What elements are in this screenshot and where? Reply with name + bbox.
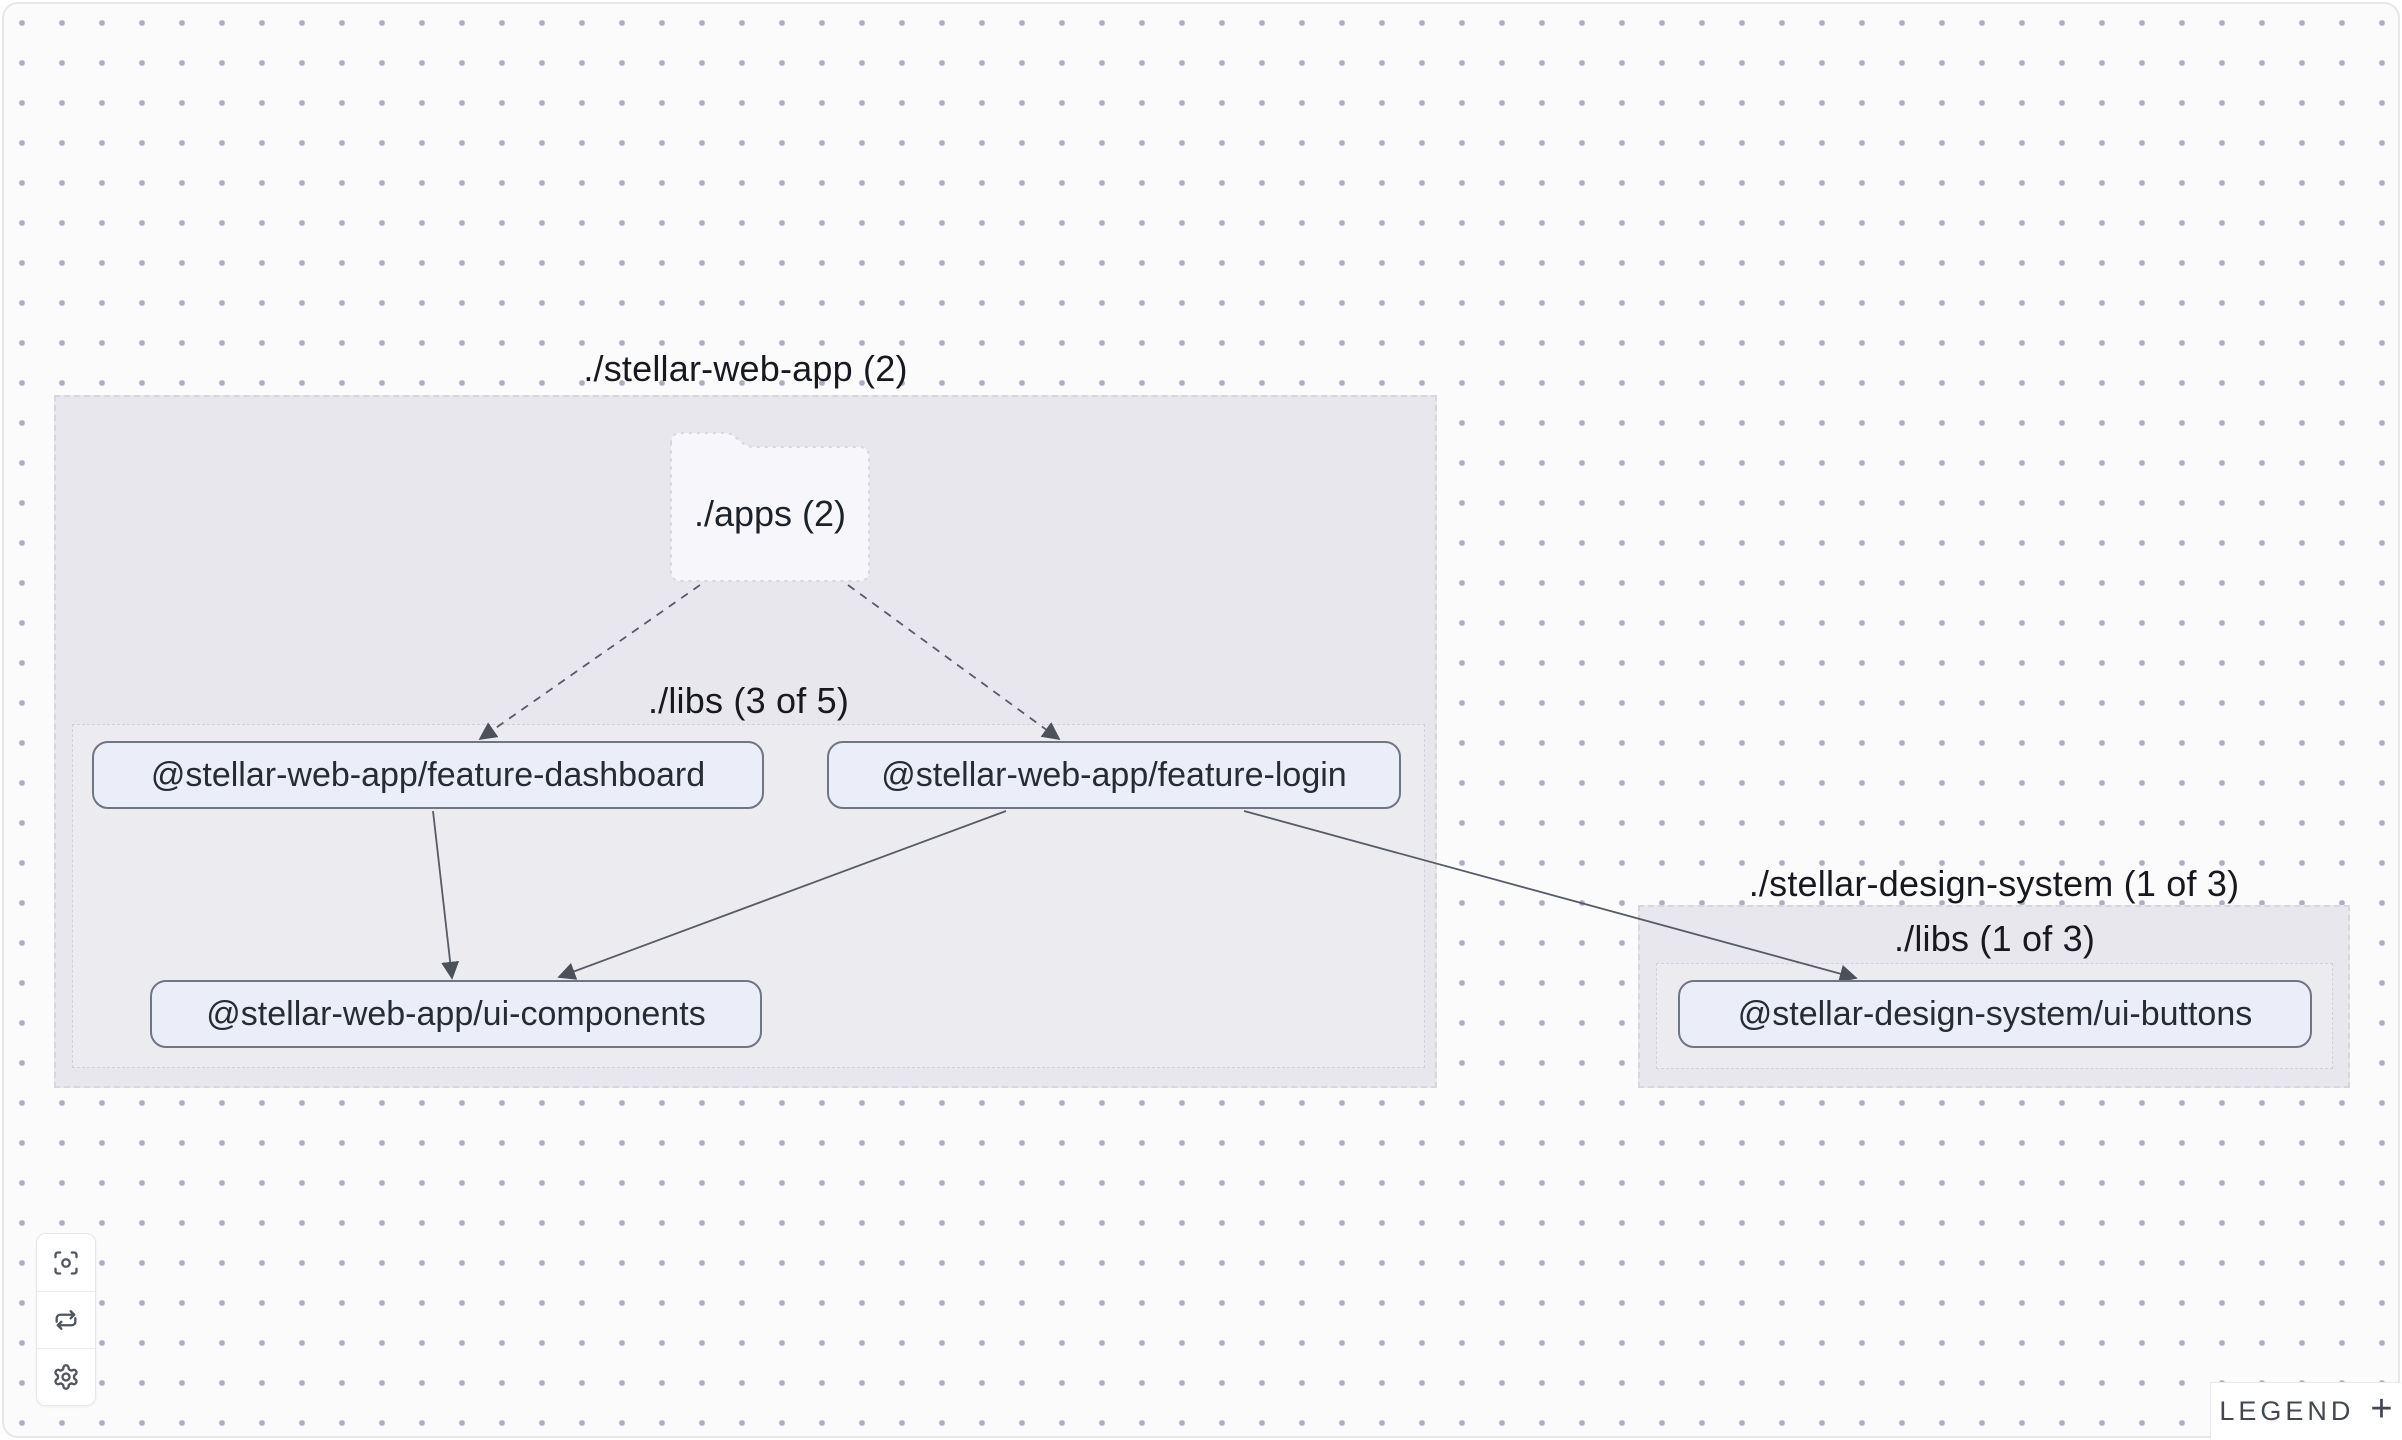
node-ui-components-label: @stellar-web-app/ui-components <box>206 994 706 1033</box>
plus-icon: + <box>2370 1388 2393 1430</box>
node-feature-dashboard[interactable]: @stellar-web-app/feature-dashboard <box>92 741 764 809</box>
legend-panel[interactable]: LEGEND + <box>2210 1382 2401 1439</box>
group-label-stellar-web-app: ./stellar-web-app (2) <box>583 348 908 389</box>
folder-icon <box>670 432 870 582</box>
graph-controls-panel <box>36 1233 96 1406</box>
folder-node-label: ./apps (2) <box>693 493 847 534</box>
legend-label: LEGEND <box>2219 1395 2355 1426</box>
node-feature-login[interactable]: @stellar-web-app/feature-login <box>827 741 1401 809</box>
node-feature-dashboard-label: @stellar-web-app/feature-dashboard <box>150 755 706 794</box>
focus-target-icon <box>54 1250 78 1275</box>
refresh-cycle-icon <box>55 1310 77 1330</box>
group-label-web-libs: ./libs (3 of 5) <box>647 680 850 721</box>
folder-node-apps[interactable]: ./apps (2) <box>669 429 871 584</box>
node-feature-login-label: @stellar-web-app/feature-login <box>881 755 1347 794</box>
center-graph-button[interactable] <box>37 1234 95 1291</box>
node-ui-components[interactable]: @stellar-web-app/ui-components <box>150 980 762 1048</box>
group-label-design-libs: ./libs (1 of 3) <box>1893 918 2096 959</box>
settings-button[interactable] <box>37 1348 95 1405</box>
node-ui-buttons[interactable]: @stellar-design-system/ui-buttons <box>1678 980 2312 1048</box>
node-ui-buttons-label: @stellar-design-system/ui-buttons <box>1737 994 2253 1033</box>
gear-icon <box>54 1364 78 1390</box>
refresh-graph-button[interactable] <box>37 1291 95 1348</box>
group-label-stellar-design-system: ./stellar-design-system (1 of 3) <box>1748 863 2240 904</box>
